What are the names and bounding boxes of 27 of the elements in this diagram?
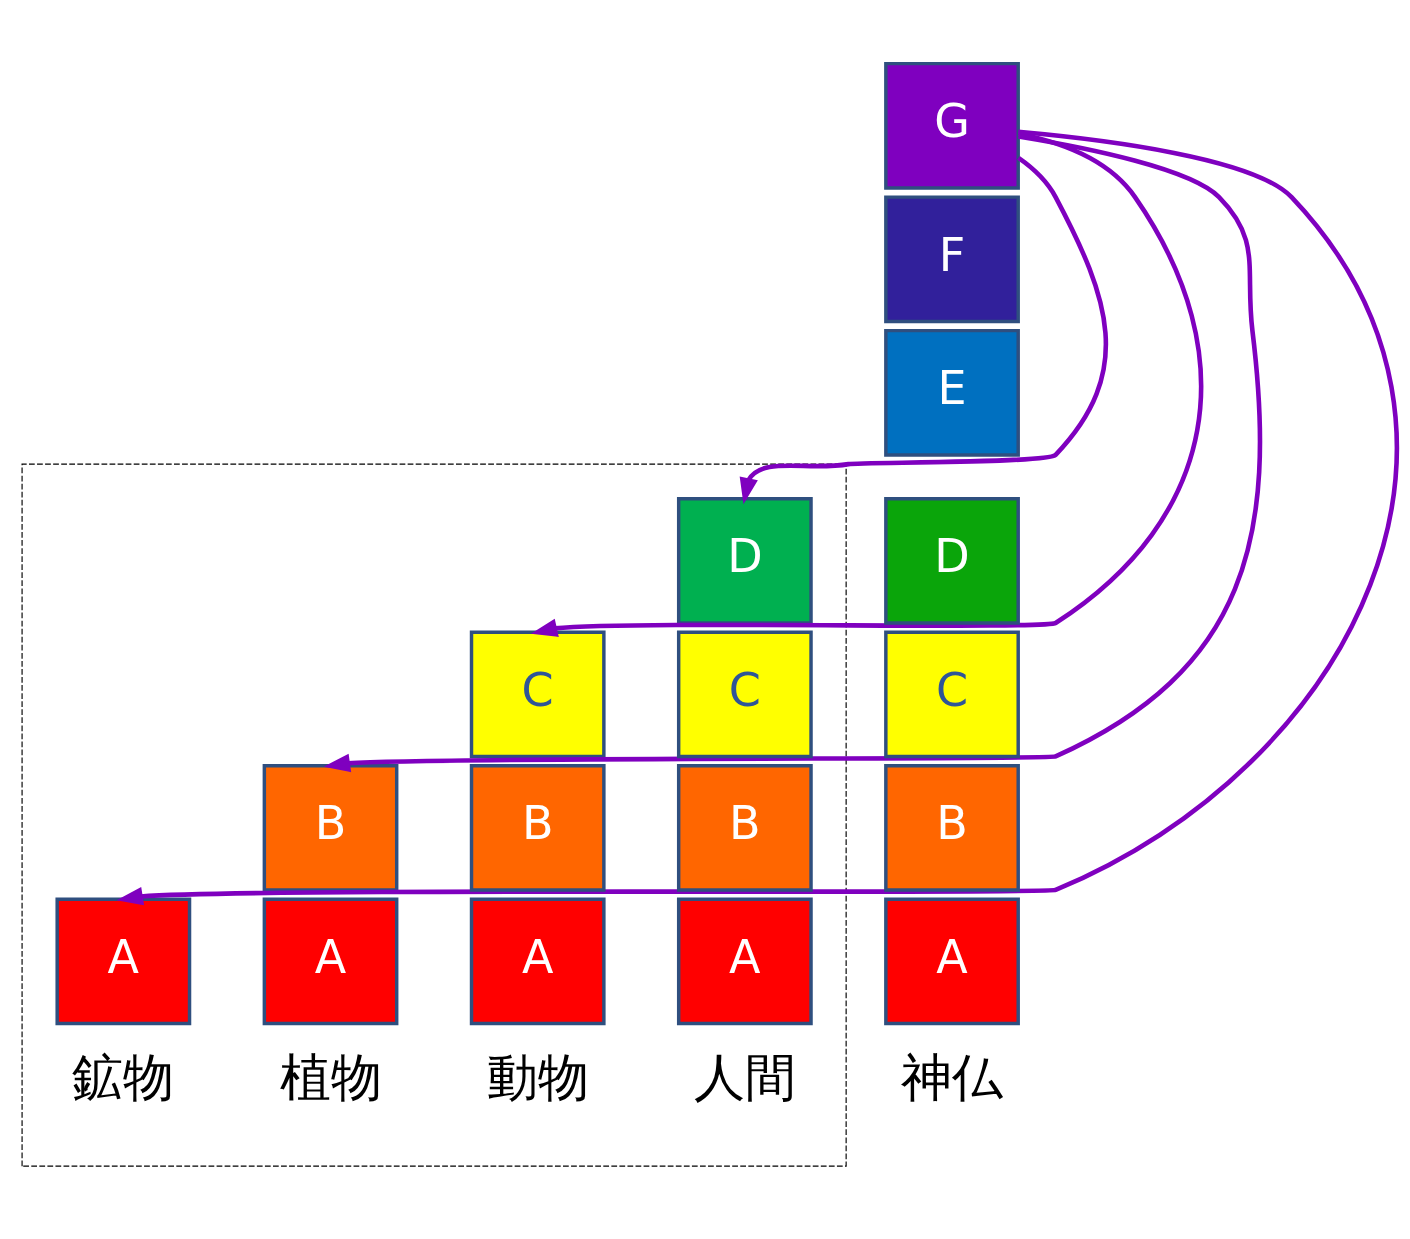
node-box: B xyxy=(676,763,813,892)
cluster xyxy=(21,463,847,1167)
node-box: C xyxy=(676,630,813,759)
node-box: E xyxy=(884,328,1020,457)
node-box: F xyxy=(884,195,1020,324)
arrow xyxy=(116,129,1399,906)
arrow xyxy=(739,156,1108,505)
node-box: B xyxy=(262,763,399,892)
node-box: B xyxy=(469,763,606,892)
node-box: A xyxy=(262,897,399,1026)
node-box: A xyxy=(676,897,813,1026)
label: 人間 xyxy=(693,1048,796,1108)
arrow xyxy=(530,131,1204,637)
node-box: D xyxy=(884,496,1020,625)
node-box: A xyxy=(55,897,192,1026)
label: 植物 xyxy=(279,1048,382,1108)
node-box: D xyxy=(676,496,813,625)
label: 鉱物 xyxy=(72,1048,175,1108)
node-box: B xyxy=(884,763,1020,892)
arrow xyxy=(323,134,1262,773)
node-box: G xyxy=(884,61,1020,190)
node-box: C xyxy=(884,630,1020,759)
label: 動物 xyxy=(486,1048,589,1108)
node-box: C xyxy=(469,630,606,759)
label: 神仏 xyxy=(901,1048,1004,1108)
node-box: A xyxy=(469,897,606,1026)
node-box: A xyxy=(884,897,1020,1026)
